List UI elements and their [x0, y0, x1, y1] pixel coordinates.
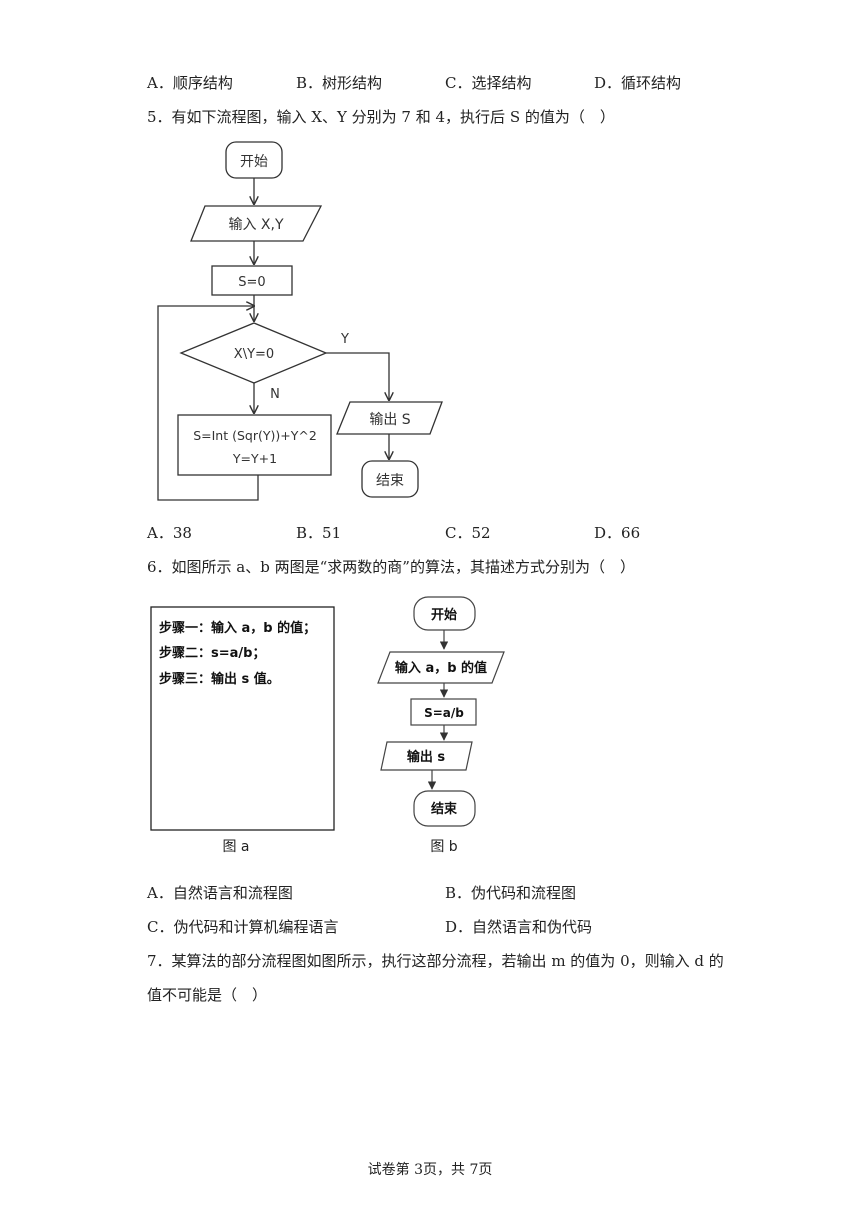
- q6-fig-b-end-node: [413, 790, 476, 827]
- q5-option-b: B．51: [296, 524, 342, 542]
- q6-fig-a-step1: 步骤一：输入 a，b 的值；: [159, 620, 316, 636]
- q6-option-c: C．伪代码和计算机编程语言: [147, 918, 339, 936]
- q5-input-label: 输入 X,Y: [228, 217, 283, 233]
- q6-option-b: B．伪代码和流程图: [445, 884, 577, 902]
- q4-option-d: D．循环结构: [594, 74, 682, 92]
- q6-fig-a-caption: 图 a: [222, 839, 249, 855]
- q6-stem: 6．如图所示 a、b 两图是“求两数的商”的算法，其描述方式分别为（ ）: [147, 558, 635, 576]
- q5-end-label: 结束: [376, 473, 404, 489]
- q6-fig-b-input-label: 输入 a，b 的值: [395, 660, 487, 676]
- q5-option-d: D．66: [594, 524, 641, 542]
- q6-fig-b-end-label: 结束: [431, 801, 458, 817]
- q6-option-d: D．自然语言和伪代码: [445, 918, 593, 936]
- q5-option-c: C．52: [445, 524, 491, 542]
- q6-option-a: A．自然语言和流程图: [147, 884, 293, 902]
- q5-end-node: [361, 460, 419, 498]
- q6-fig-b-input-node: [377, 651, 505, 684]
- q4-option-a: A．顺序结构: [147, 74, 233, 92]
- q5-body-node: [177, 414, 332, 476]
- q5-init-label: S=0: [238, 275, 265, 290]
- q5-init-node: [211, 265, 293, 296]
- q5-output-node: [336, 401, 443, 435]
- q5-option-a: A．38: [147, 524, 192, 542]
- q5-input-node: [190, 205, 323, 242]
- q6-fig-b-output-label: 输出 s: [407, 749, 446, 765]
- q5-cond-label: X\Y=0: [234, 347, 274, 362]
- q5-body-line2: Y=Y+1: [232, 451, 277, 466]
- q5-start-label: 开始: [240, 154, 268, 170]
- q5-body-line1: S=Int (Sqr(Y))+Y^2: [193, 428, 317, 443]
- q6-fig-b-start-label: 开始: [431, 607, 457, 623]
- q5-no-label: N: [270, 387, 280, 402]
- q6-fig-a-step2: 步骤二：s=a/b；: [159, 645, 265, 661]
- q6-fig-a-step3: 步骤三：输出 s 值。: [159, 671, 280, 687]
- q6-fig-a-box: [150, 606, 335, 831]
- q5-stem: 5．有如下流程图，输入 X、Y 分别为 7 和 4，执行后 S 的值为（ ）: [147, 108, 615, 126]
- q7-stem-line1: 7．某算法的部分流程图如图所示，执行这部分流程，若输出 m 的值为 0，则输入 …: [147, 952, 724, 970]
- q6-fig-b-calc-label: S=a/b: [424, 706, 464, 720]
- page-footer: 试卷第 3页，共 7页: [367, 1162, 493, 1178]
- q6-fig-b-caption: 图 b: [430, 839, 457, 855]
- q5-output-label: 输出 S: [369, 412, 410, 428]
- q4-option-b: B．树形结构: [296, 74, 383, 92]
- q4-option-c: C．选择结构: [445, 74, 532, 92]
- q6-fig-b-output-node: [380, 741, 473, 771]
- q5-yes-label: Y: [340, 332, 349, 347]
- q7-stem-line2: 值不可能是（ ）: [147, 986, 268, 1004]
